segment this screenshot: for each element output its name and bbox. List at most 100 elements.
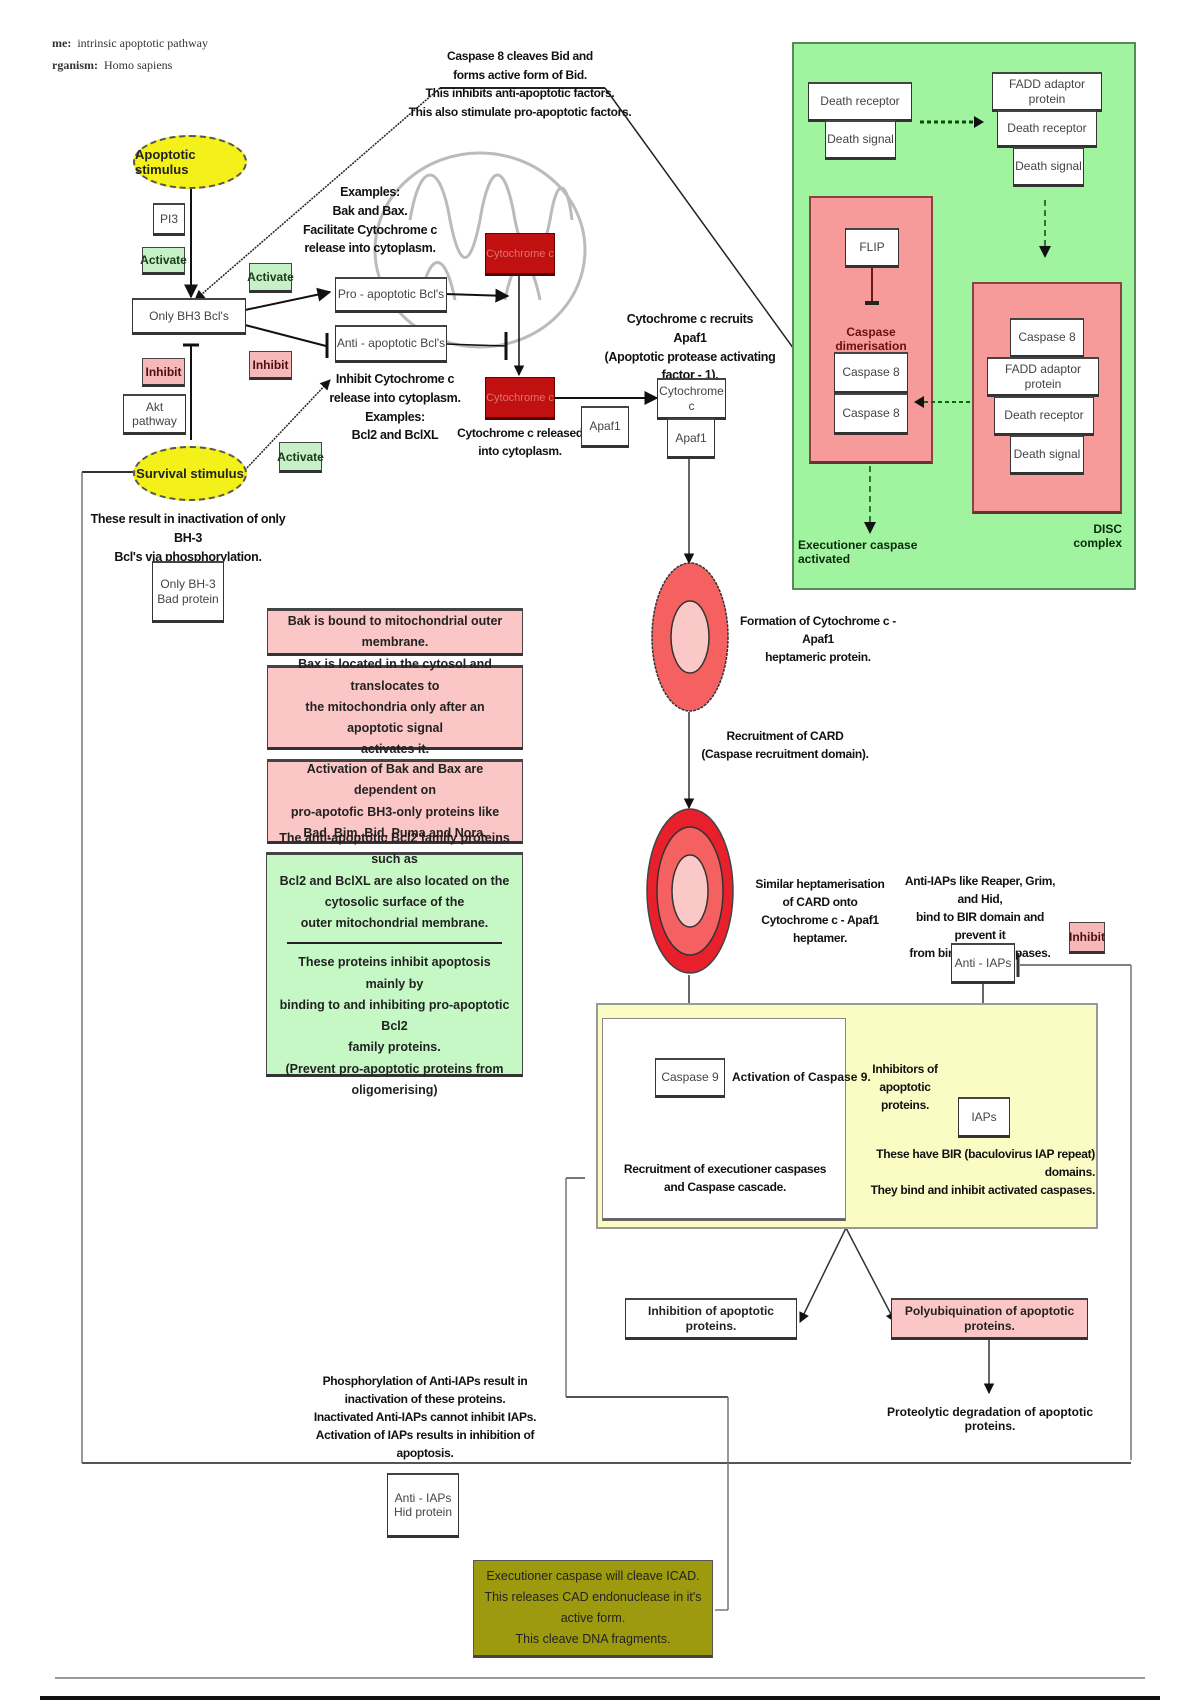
note-line: Bak is bound to mitochondrial outer memb… [287, 613, 503, 649]
caspase8-box: Caspase 8 [834, 393, 908, 435]
note-line: Bak and Bax. [332, 203, 408, 218]
dotted-arrow-right [920, 116, 984, 128]
note-line: They bind and inhibit activated caspases… [870, 1183, 1096, 1197]
note-line: release into cytoplasm. [304, 241, 436, 256]
note-line: Recruitment of CARD [726, 729, 844, 743]
cytochrome-c-released: Cytochrome c [485, 377, 555, 420]
complex-cytochrome-c: Cytochrome c [657, 378, 726, 420]
note-line: The anti-apoptotic Bcl2 family proteins … [279, 831, 510, 867]
phosphorylation-note: Phosphorylation of Anti-IAPs result in i… [305, 1372, 545, 1462]
anti-apoptotic-note: The anti-apoptotic Bcl2 family proteins … [266, 831, 523, 1097]
proteolytic-label: Proteolytic degradation of apoptotic pro… [886, 1405, 1093, 1433]
complex-apaf1: Apaf1 [667, 418, 715, 459]
note-line: (Caspase recruitment domain). [701, 747, 869, 761]
bak-note: Bak is bound to mitochondrial outer memb… [267, 608, 523, 656]
recruits-note: Cytochrome c recruits Apaf1 (Apoptotic p… [590, 310, 790, 385]
note-line: inactivation of these proteins. [344, 1392, 506, 1406]
note-line: These result in inactivation of only BH-… [90, 512, 286, 545]
mitochondrion-outer [373, 151, 587, 349]
note-line: Activation of IAPs results in inhibition… [315, 1428, 535, 1460]
organism-value: Homo sapiens [104, 58, 173, 72]
note-line: This inhibits anti-apoptotic factors. [425, 86, 615, 101]
fadd-adaptor-box: FADD adaptor protein [992, 72, 1102, 112]
caspase8-box: Caspase 8 [834, 352, 908, 394]
death-receptor-box: Death receptor [808, 82, 912, 122]
dashed-arrow-left [914, 396, 970, 408]
cytochrome-c-inner: Cytochrome c [485, 233, 555, 276]
note-line: binding to and inhibiting pro-apoptotic … [279, 997, 510, 1033]
organism-label: rganism: [52, 58, 98, 72]
activate-tag: Activate [277, 442, 324, 473]
caspase8-bid-note: Caspase 8 cleaves Bid and forms active f… [400, 47, 640, 121]
note-line: family proteins. [348, 1040, 441, 1055]
death-receptor-box: Death receptor [994, 396, 1094, 436]
inhibition-box: Inhibition of apoptotic proteins. [625, 1298, 797, 1340]
inhibit-tag: Inhibit [1069, 922, 1105, 954]
death-signal-box: Death signal [1013, 147, 1084, 187]
note-line: Bax is located in the cytosol and transl… [298, 657, 492, 693]
fadd-adaptor-box: FADD adaptor protein [987, 357, 1099, 397]
inhibitors-note: Inhibitors of apoptotic proteins. [855, 1060, 955, 1114]
note-line: Activation of Bak and Bax are dependent … [306, 762, 484, 798]
inhibit-tag: Inhibit [142, 358, 185, 387]
apaf1-free-box: Apaf1 [581, 406, 629, 448]
note-line: heptameric protein. [765, 650, 871, 664]
note-line: These have BIR (baculovirus IAP repeat) … [876, 1147, 1095, 1179]
bad-protein-box: Only BH-3 Bad protein [152, 561, 224, 623]
name-label: me: [52, 36, 72, 50]
note-line: Cytochrome c recruits [626, 312, 754, 326]
pro-apoptotic-box: Pro - apoptotic Bcl's [335, 277, 447, 313]
note-line: Examples: [340, 185, 400, 199]
dashed-arrow-down [1039, 200, 1051, 258]
bax-note: Bax is located in the cytosol and transl… [267, 657, 523, 756]
note-line: Caspase 8 cleaves Bid and [447, 49, 593, 63]
note-line: Inhibitors of [872, 1062, 938, 1076]
box-line: Anti - IAPs [394, 1490, 452, 1505]
box-line: Bad protein [157, 591, 219, 606]
disc-complex-label: DISC complex [1073, 522, 1122, 550]
activation-caspase9-label: Activation of Caspase 9. [732, 1070, 871, 1084]
caspase8-box: Caspase 8 [1010, 318, 1084, 358]
box-line: Only BH-3 [160, 577, 216, 592]
activation-note: Activation of Bak and Bax are dependent … [267, 759, 523, 844]
note-line: Facilitate Cytochrome c [302, 222, 438, 237]
flip-inhibit [865, 268, 879, 305]
note-line: Recruitment of executioner caspases [623, 1162, 827, 1176]
note-line: Examples: [365, 409, 425, 424]
anti-iaps-box: Anti - IAPs [951, 943, 1015, 984]
note-line: apoptotic proteins. [879, 1080, 931, 1112]
caspase-cascade-panel [602, 1018, 846, 1221]
anti-apoptotic-box: Anti - apoptotic Bcl's [335, 325, 447, 363]
activate-tag: Activate [140, 247, 187, 275]
note-line: pro-apotofic BH3-only proteins like [290, 804, 500, 819]
card-note: Recruitment of CARD (Caspase recruitment… [700, 727, 870, 763]
released-note: Cytochrome c released into cytoplasm. [455, 424, 585, 460]
note-line: the mitochondria only after an apoptotic… [305, 699, 485, 736]
similar-heptamer-note: Similar heptamerisation of CARD onto Cyt… [735, 875, 905, 947]
hid-protein-box: Anti - IAPs Hid protein [387, 1473, 459, 1538]
note-line: Bcl's via phosphorylation. [114, 549, 262, 564]
note-line: Bad, Bim, Bid, Puma and Nora. [303, 825, 487, 840]
flip-box: FLIP [845, 228, 899, 268]
survival-note: These result in inactivation of only BH-… [88, 510, 288, 566]
note-line: Cytochrome c - Apaf1 heptamer. [761, 913, 879, 945]
note-line: Inactivated Anti-IAPs cannot inhibit IAP… [313, 1410, 537, 1424]
note-line: This also stimulate pro-apoptotic factor… [408, 104, 632, 119]
note-line: release into cytoplasm. [329, 390, 461, 405]
caspase-dimerisation-label: Caspase dimerisation [835, 325, 907, 353]
note-line: forms active form of Bid. [453, 67, 587, 82]
note-line: into cytoplasm. [478, 444, 562, 458]
note-line: Bcl2 and BclXL are also located on the [279, 873, 510, 888]
formation-note: Formation of Cytochrome c - Apaf1 heptam… [728, 612, 908, 666]
death-signal-box: Death signal [825, 120, 896, 160]
note-line: Apaf1 [673, 330, 707, 345]
inhibit-tag: Inhibit [249, 351, 292, 380]
executioner-activated-label: Executioner caspase activated [798, 538, 918, 566]
iaps-box: IAPs [958, 1097, 1010, 1138]
survival-stimulus: Survival stimulus [133, 446, 247, 501]
note-line: Bcl2 and BclXL [351, 428, 439, 443]
note-line: activates it. [360, 742, 430, 757]
apoptotic-stimulus: Apoptotic stimulus [133, 135, 247, 189]
death-receptor-box: Death receptor [997, 110, 1097, 148]
note-line: bind to BIR domain and prevent it [915, 910, 1045, 942]
